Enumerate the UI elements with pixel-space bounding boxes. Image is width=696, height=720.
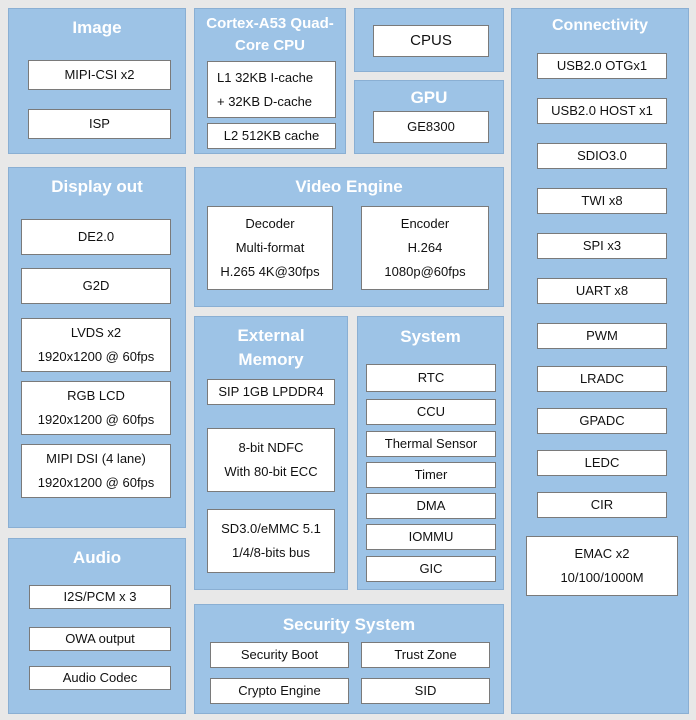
i2s-pcm-block: I2S/PCM x 3 (29, 585, 171, 609)
mipi-dsi-block: MIPI DSI (4 lane)1920x1200 @ 60fps (21, 444, 171, 498)
twi-block: TWI x8 (537, 188, 667, 214)
cir-block: CIR (537, 492, 667, 518)
pwm-block: PWM (537, 323, 667, 349)
ccu-block: CCU (366, 399, 496, 425)
lradc-block: LRADC (537, 366, 667, 392)
image-panel: Image MIPI-CSI x2 ISP (8, 8, 186, 154)
image-title: Image (72, 18, 122, 37)
external-memory-panel: External Memory SIP 1GB LPDDR4 8-bit NDF… (194, 316, 348, 590)
connectivity-title: Connectivity (551, 17, 648, 34)
timer-block: Timer (366, 462, 496, 488)
audio-title: Audio (72, 548, 122, 567)
gpu-title: GPU (410, 88, 448, 107)
owa-output-block: OWA output (29, 627, 171, 651)
audio-panel: Audio I2S/PCM x 3 OWA output Audio Codec (8, 538, 186, 714)
g2d-block: G2D (21, 268, 171, 304)
usb-otg-block: USB2.0 OTGx1 (537, 53, 667, 79)
ge8300-block: GE8300 (373, 111, 489, 143)
sdio-block: SDIO3.0 (537, 143, 667, 169)
dma-block: DMA (366, 493, 496, 519)
l2-cache-block: L2 512KB cache (207, 123, 336, 149)
ledc-block: LEDC (537, 450, 667, 476)
audio-codec-block: Audio Codec (29, 666, 171, 690)
sid-block: SID (361, 678, 490, 704)
cpus-panel: CPUS (354, 8, 504, 72)
gpadc-block: GPADC (537, 408, 667, 434)
external-memory-title: External Memory (237, 326, 305, 369)
cpus-block: CPUS (373, 25, 489, 57)
thermal-sensor-block: Thermal Sensor (366, 431, 496, 457)
connectivity-panel: Connectivity USB2.0 OTGx1 USB2.0 HOST x1… (511, 8, 689, 714)
isp-block: ISP (28, 109, 171, 139)
l1-cache-block: L1 32KB I-cache+ 32KB D-cache (207, 61, 336, 118)
cpu-panel: Cortex-A53 Quad- Core CPU L1 32KB I-cach… (194, 8, 346, 154)
gpu-panel: GPU GE8300 (354, 80, 504, 154)
security-boot-block: Security Boot (210, 642, 349, 668)
rtc-block: RTC (366, 364, 496, 392)
mipi-csi-block: MIPI-CSI x2 (28, 60, 171, 90)
crypto-engine-block: Crypto Engine (210, 678, 349, 704)
iommu-block: IOMMU (366, 524, 496, 550)
de2-block: DE2.0 (21, 219, 171, 255)
trust-zone-block: Trust Zone (361, 642, 490, 668)
system-panel: System RTC CCU Thermal Sensor Timer DMA … (357, 316, 504, 590)
display-title: Display out (51, 177, 143, 196)
sip-lpddr4-block: SIP 1GB LPDDR4 (207, 379, 335, 405)
system-title: System (400, 327, 461, 346)
cpu-title: Cortex-A53 Quad- Core CPU (206, 15, 334, 54)
security-system-panel: Security System Security Boot Trust Zone… (194, 604, 504, 714)
spi-block: SPI x3 (537, 233, 667, 259)
gic-block: GIC (366, 556, 496, 582)
security-system-title: Security System (282, 615, 416, 634)
video-engine-title: Video Engine (295, 177, 403, 196)
uart-block: UART x8 (537, 278, 667, 304)
usb-host-block: USB2.0 HOST x1 (537, 98, 667, 124)
